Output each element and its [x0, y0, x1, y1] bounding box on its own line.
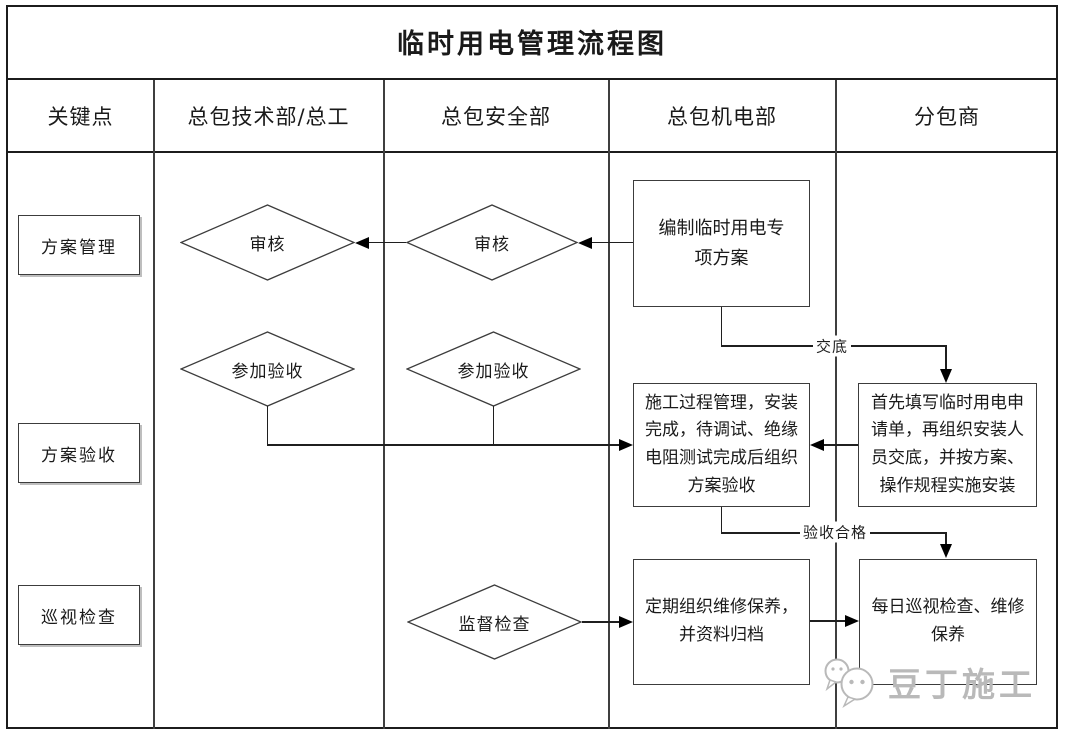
decision-join-acceptance-tech: 参加验收 — [180, 331, 355, 407]
connector-line — [945, 533, 947, 546]
column-divider — [383, 80, 385, 729]
decision-label: 参加验收 — [457, 361, 530, 382]
column-header-subcontractor: 分包商 — [914, 104, 980, 129]
process-periodic-maintenance: 定期组织维修保养，并资料归档 — [633, 559, 810, 685]
diamond-shape — [180, 204, 355, 281]
keypoint-box-patrol-inspection: 巡视检查 — [18, 585, 140, 645]
process-daily-patrol: 每日巡视检查、维修保养 — [859, 559, 1037, 685]
diamond-shape — [407, 584, 582, 660]
decision-supervise-check: 监督检查 — [407, 584, 582, 660]
connector-line — [824, 444, 858, 446]
column-divider — [608, 80, 610, 729]
arrowhead-left — [355, 236, 369, 249]
connector-line — [582, 621, 620, 623]
arrowhead-left — [810, 439, 824, 451]
arrowhead-right — [619, 439, 633, 451]
page-title: 临时用电管理流程图 — [397, 29, 667, 60]
arrowhead-right — [845, 615, 859, 627]
connector-line — [810, 620, 846, 622]
header-separator-line — [6, 151, 1058, 153]
column-header-mech-dept: 总包机电部 — [667, 104, 777, 129]
connector-line — [368, 241, 406, 244]
connector-line — [266, 406, 269, 445]
decision-label: 监督检查 — [458, 614, 531, 635]
title-separator-line — [6, 78, 1058, 80]
column-divider — [153, 80, 155, 729]
decision-label: 参加验收 — [231, 361, 304, 382]
diamond-shape — [406, 204, 578, 281]
edge-label-pass: 验收合格 — [799, 521, 871, 543]
arrowhead-down — [940, 369, 952, 383]
decision-join-acceptance-safety: 参加验收 — [406, 331, 581, 407]
edge-label-handover: 交底 — [812, 335, 852, 357]
decision-label: 审核 — [474, 235, 510, 255]
arrowhead-left — [578, 236, 592, 249]
column-divider — [835, 80, 837, 729]
connector-line — [945, 346, 947, 372]
column-header-safety-dept: 总包安全部 — [441, 104, 551, 129]
keypoint-box-plan-management: 方案管理 — [18, 215, 140, 275]
connector-line — [720, 307, 723, 346]
connector-line — [591, 241, 633, 244]
arrowhead-down — [940, 544, 952, 558]
process-prepare-plan: 编制临时用电专项方案 — [633, 180, 810, 307]
decision-review-tech: 审核 — [180, 204, 355, 281]
process-apply-and-install: 首先填写临时用电申请单，再组织安装人员交底，并按方案、操作规程实施安装 — [858, 383, 1037, 507]
keypoint-box-plan-acceptance: 方案验收 — [18, 423, 140, 483]
connector-line — [720, 507, 723, 533]
column-header-keypoints: 关键点 — [47, 104, 114, 129]
decision-label: 审核 — [249, 235, 286, 255]
connector-line — [266, 444, 621, 446]
connector-line — [492, 406, 495, 445]
column-header-tech-dept: 总包技术部/总工 — [187, 104, 350, 129]
decision-review-safety: 审核 — [406, 204, 578, 281]
arrowhead-right — [619, 616, 633, 628]
process-construction-management: 施工过程管理，安装完成，待调试、绝缘电阻测试完成后组织方案验收 — [633, 383, 810, 507]
